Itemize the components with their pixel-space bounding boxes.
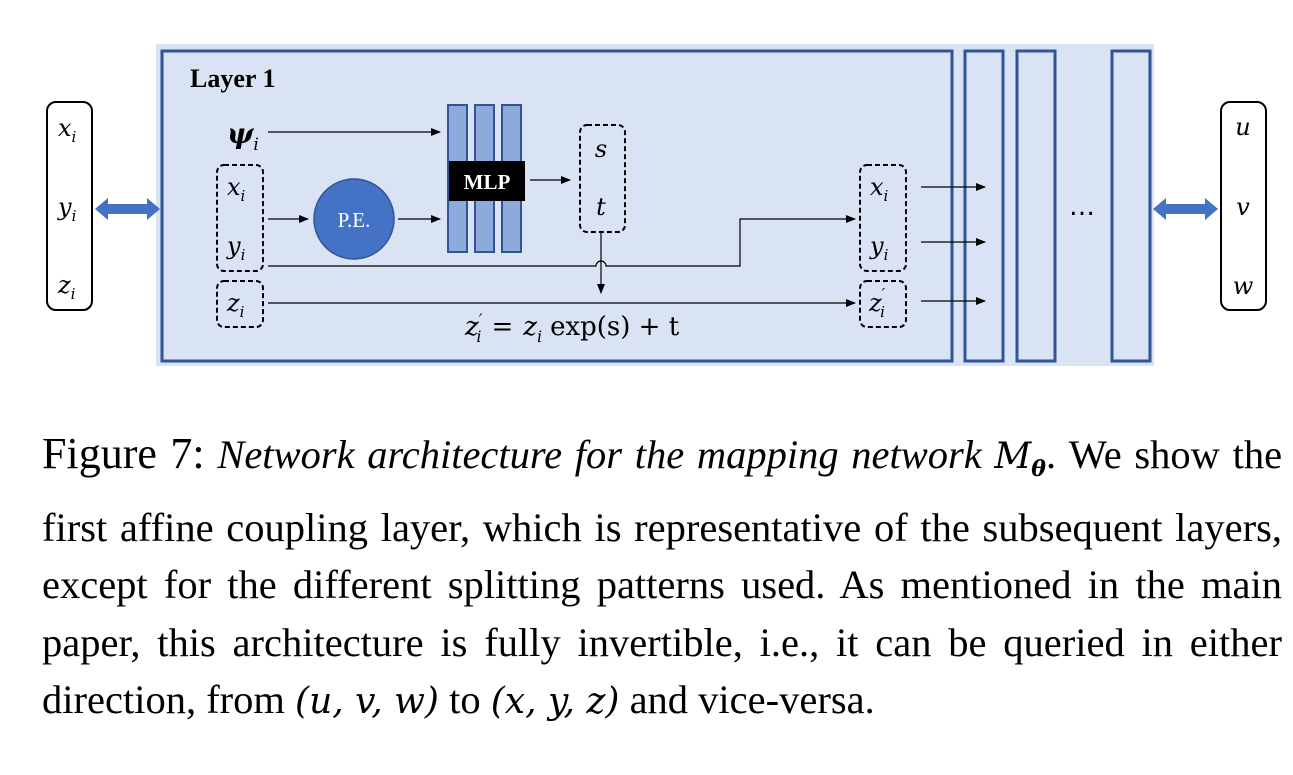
caption-math-xyz: (x, y, z) [490, 681, 620, 723]
mapping-network-symbol: Mθ [994, 436, 1046, 483]
positional-encoding-node [313, 178, 395, 260]
input-group-xy: xi yi [216, 164, 264, 272]
layer-1-box [160, 49, 954, 363]
layer-box-2 [963, 49, 1005, 363]
svg-text:yi: yi [869, 232, 889, 264]
output-group-z: z′i [859, 280, 907, 328]
network-architecture-diagram: Layer 1 … xi yi zi u v w ψi xi yi zi P.E… [46, 44, 1267, 366]
layer-box-n [1110, 49, 1152, 363]
right-double-arrow-icon [1153, 198, 1218, 220]
y-passthrough-line [268, 215, 856, 267]
caption-body-1: We show the first affine coupling layer,… [42, 432, 1283, 723]
svg-text:yi: yi [226, 232, 246, 264]
input-group-z: zi [216, 280, 264, 328]
svg-text:yi: yi [57, 193, 77, 225]
svg-text:t: t [596, 193, 606, 221]
ellipsis: … [1069, 192, 1095, 222]
svg-text:zi: zi [226, 289, 245, 321]
layer-box-3 [1015, 49, 1057, 363]
svg-text:xi: xi [870, 173, 889, 205]
svg-text:zi: zi [57, 271, 76, 303]
figure-title: Network architecture for the mapping net… [217, 432, 982, 477]
svg-text:xi: xi [58, 114, 77, 146]
left-vector-xyz: xi yi zi [46, 101, 93, 311]
figure-label: Figure 7: [42, 429, 205, 478]
left-y: y [57, 193, 72, 221]
st-group: s t [579, 124, 626, 233]
right-v: v [1236, 193, 1250, 221]
output-group-xy: xi yi [859, 164, 907, 272]
mlp-block: MLP [447, 104, 525, 253]
figure-caption: Figure 7: Network architecture for the m… [42, 429, 1283, 723]
mlp-label: MLP [464, 170, 511, 194]
svg-text:xi: xi [227, 173, 246, 205]
pe-label: P.E. [338, 208, 371, 232]
right-u: u [1235, 113, 1250, 141]
left-double-arrow-icon [95, 198, 160, 220]
left-z: z [57, 271, 71, 299]
right-w: w [1233, 272, 1254, 300]
layer-title: Layer 1 [190, 64, 275, 93]
psi-input: ψi [227, 117, 259, 155]
left-x: x [58, 114, 72, 142]
caption-body-2: to [449, 677, 481, 723]
svg-text:z′i: z′i [868, 285, 886, 321]
right-vector-uvw: u v w [1220, 101, 1267, 311]
caption-math-uvw: (u, v, w) [295, 681, 439, 723]
svg-text:s: s [595, 135, 607, 163]
caption-body-3: and vice-versa. [629, 677, 875, 723]
